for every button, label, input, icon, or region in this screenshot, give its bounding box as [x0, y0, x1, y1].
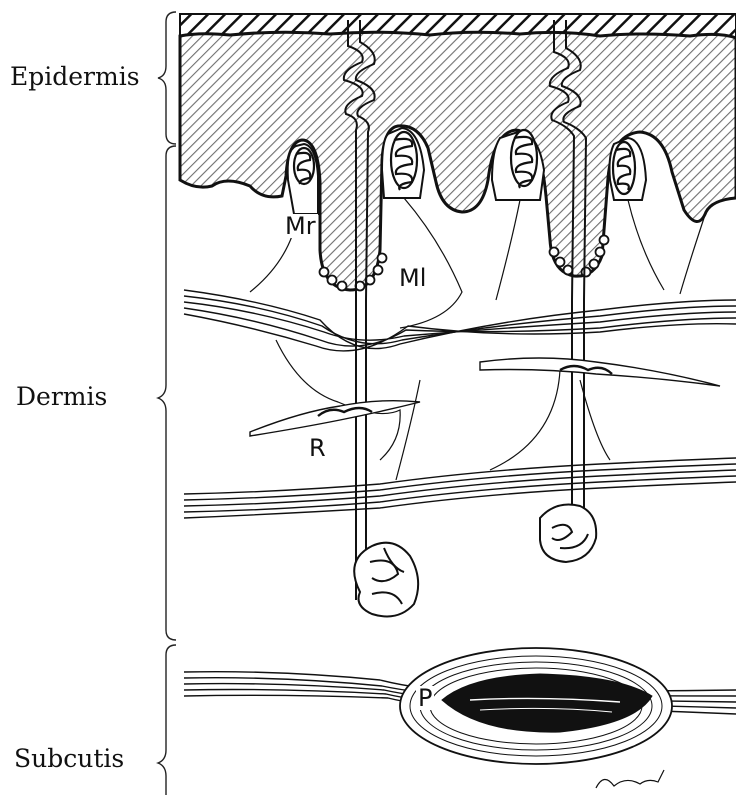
- pacinian-corpuscle: [400, 648, 672, 764]
- sweat-gland-right: [540, 505, 596, 563]
- meissner-corpuscle: [391, 132, 417, 190]
- p-label: P: [416, 686, 434, 710]
- layer-braces: [158, 12, 176, 795]
- meissner-corpuscle: [511, 130, 537, 188]
- ruffini-endings: [250, 358, 720, 436]
- subcutis-label: Subcutis: [14, 744, 124, 773]
- ml-label: Ml: [397, 266, 428, 290]
- sweat-glands: [354, 505, 596, 617]
- meissner-corpuscle: [294, 148, 314, 184]
- mr-label: Mr: [283, 214, 318, 238]
- ruffini-ending-left: [250, 401, 420, 436]
- artist-signature: [596, 770, 664, 788]
- epidermis-brace: [158, 12, 176, 144]
- dermis-brace: [158, 146, 176, 640]
- upper-dermal-plexus: [184, 290, 736, 351]
- subcutis-brace: [158, 645, 176, 795]
- dermal-fibre-bundles: [184, 290, 736, 714]
- meissner-corpuscle: [613, 142, 635, 194]
- ruffini-ending-right: [480, 358, 720, 386]
- dermis-label: Dermis: [16, 382, 107, 411]
- lower-dermal-plexus: [184, 458, 736, 518]
- epidermis-layer: [180, 32, 736, 290]
- epidermis-label: Epidermis: [10, 62, 140, 91]
- sweat-gland-left: [354, 543, 418, 617]
- r-label: R: [309, 434, 326, 462]
